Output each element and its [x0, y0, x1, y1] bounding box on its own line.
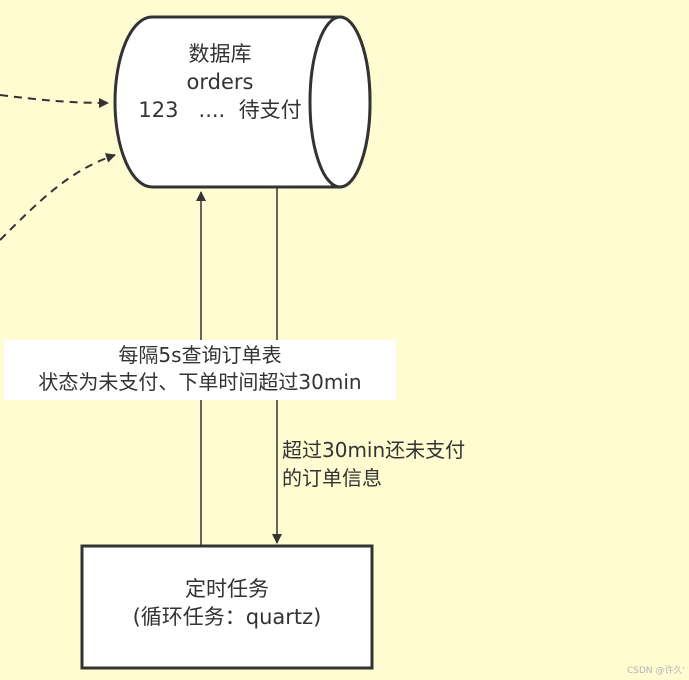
database-label: 数据库 orders 123 .... 待支付 [120, 40, 320, 124]
query-edge-label: 每隔5s查询订单表 状态为未支付、下单时间超过30min [4, 340, 396, 400]
result-edge-label-line2: 的订单信息 [282, 466, 382, 490]
csdn-watermark: CSDN @许久' [627, 666, 685, 676]
query-edge-label-line1: 每隔5s查询订单表 [118, 343, 282, 367]
database-table-name: orders [186, 70, 254, 94]
query-edge-label-line2: 状态为未支付、下单时间超过30min [38, 370, 362, 394]
incoming-dashed-arrow-bottom [0, 153, 116, 241]
database-cylinder [113, 15, 372, 189]
scheduled-task-box [80, 544, 374, 670]
result-edge-label: 超过30min还未支付 的订单信息 [282, 436, 465, 492]
incoming-dashed-arrow-top [0, 94, 109, 108]
database-row: 123 .... 待支付 [138, 98, 302, 122]
scheduled-task-subtitle: (循环任务：quartz) [132, 605, 322, 629]
result-edge-label-line1: 超过30min还未支付 [282, 438, 466, 462]
database-title: 数据库 [188, 42, 252, 66]
database-cylinder-cap [308, 15, 372, 189]
scheduled-task-title: 定时任务 [185, 577, 269, 601]
scheduled-task-label: 定时任务 (循环任务：quartz) [82, 575, 372, 631]
